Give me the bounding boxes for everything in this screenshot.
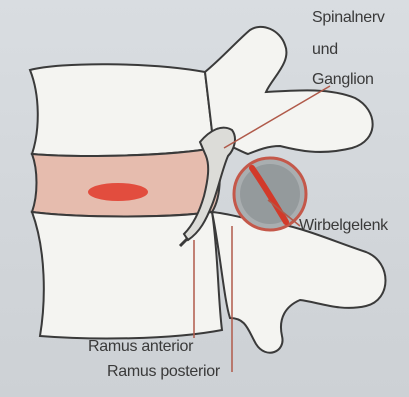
- intervertebral-disc: [32, 148, 220, 217]
- label-spinal-nerve-line2: und: [312, 40, 338, 59]
- label-ramus-anterior: Ramus anterior: [88, 337, 193, 356]
- label-facet-joint: Wirbelgelenk: [299, 216, 388, 235]
- label-ramus-posterior: Ramus posterior: [107, 362, 220, 381]
- label-spinal-nerve-line1: Spinalnerv: [312, 8, 385, 27]
- disc-lesion: [88, 183, 148, 201]
- label-spinal-nerve-line3: Ganglion: [312, 70, 374, 89]
- upper-vertebral-body: [30, 64, 214, 156]
